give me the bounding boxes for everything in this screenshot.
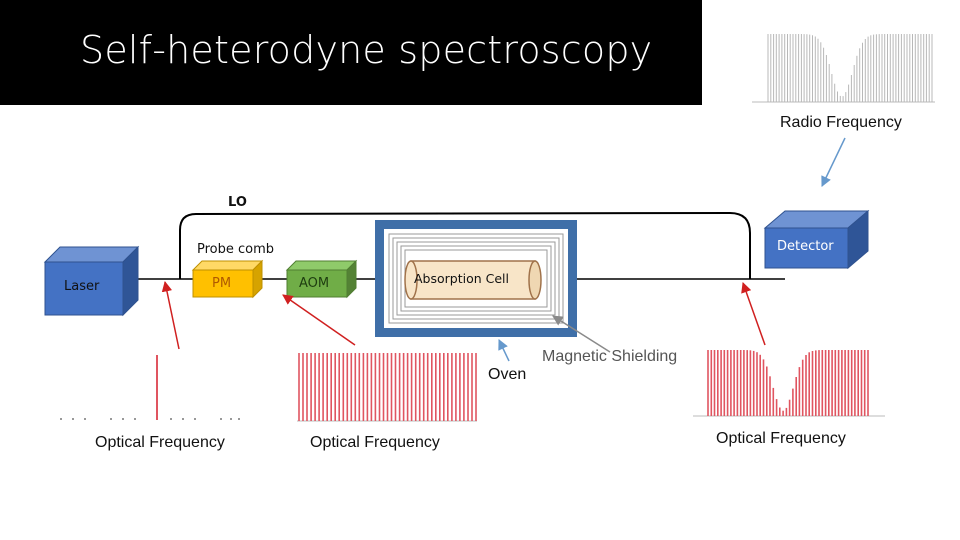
arrow-laser-to-spectrum <box>161 280 180 350</box>
detector-label: Detector <box>777 239 834 254</box>
pm-box <box>191 259 264 299</box>
absorption-cell-front-cap <box>404 260 418 300</box>
rf-comb-teeth <box>767 34 933 102</box>
oven <box>375 220 577 337</box>
aom-box <box>285 259 358 299</box>
lo-label: LO <box>228 195 247 210</box>
optical-frequency-label-pm: Optical Frequency <box>310 434 440 451</box>
rf-spectrum-inset <box>752 34 935 103</box>
lo-beam-path <box>179 211 751 279</box>
laser-box <box>43 245 140 317</box>
pm-comb-spectrum <box>297 353 477 422</box>
absorption-cell-label: Absorption Cell <box>414 271 510 286</box>
laser-label: Laser <box>64 279 100 294</box>
detector-box <box>763 209 870 270</box>
arrow-shielding-label <box>552 315 611 353</box>
pm-label: PM <box>212 276 232 291</box>
cell-comb-spectrum <box>693 350 885 417</box>
oven-label: Oven <box>488 366 527 383</box>
cell-comb-teeth <box>707 350 869 416</box>
absorption-cell-body <box>410 260 536 300</box>
absorption-cell <box>404 260 542 300</box>
optical-frequency-label-laser: Optical Frequency <box>95 434 225 451</box>
probe-comb-label: Probe comb <box>197 242 275 257</box>
absorption-cell-back-cap <box>528 260 542 300</box>
magnetic-shielding-label: Magnetic Shielding <box>542 348 678 365</box>
arrow-rf-to-detector <box>821 137 846 187</box>
arrow-oven-label <box>498 339 510 362</box>
arrow-pm-to-spectrum <box>282 294 356 346</box>
slide-title: Self-heterodyne spectroscopy <box>80 28 653 72</box>
aom-label: AOM <box>299 276 330 291</box>
laser-spectrum <box>60 355 240 420</box>
title-bar: Self-heterodyne spectroscopy <box>0 0 702 105</box>
pm-comb-teeth <box>298 353 477 421</box>
magnetic-shielding-layers <box>388 233 564 324</box>
arrow-cell-to-spectrum <box>741 282 766 346</box>
arrows <box>161 137 846 362</box>
optical-frequency-label-cell: Optical Frequency <box>716 430 846 447</box>
radio-frequency-label: Radio Frequency <box>780 114 902 131</box>
laser-spectrum-axis-dots <box>60 418 240 420</box>
